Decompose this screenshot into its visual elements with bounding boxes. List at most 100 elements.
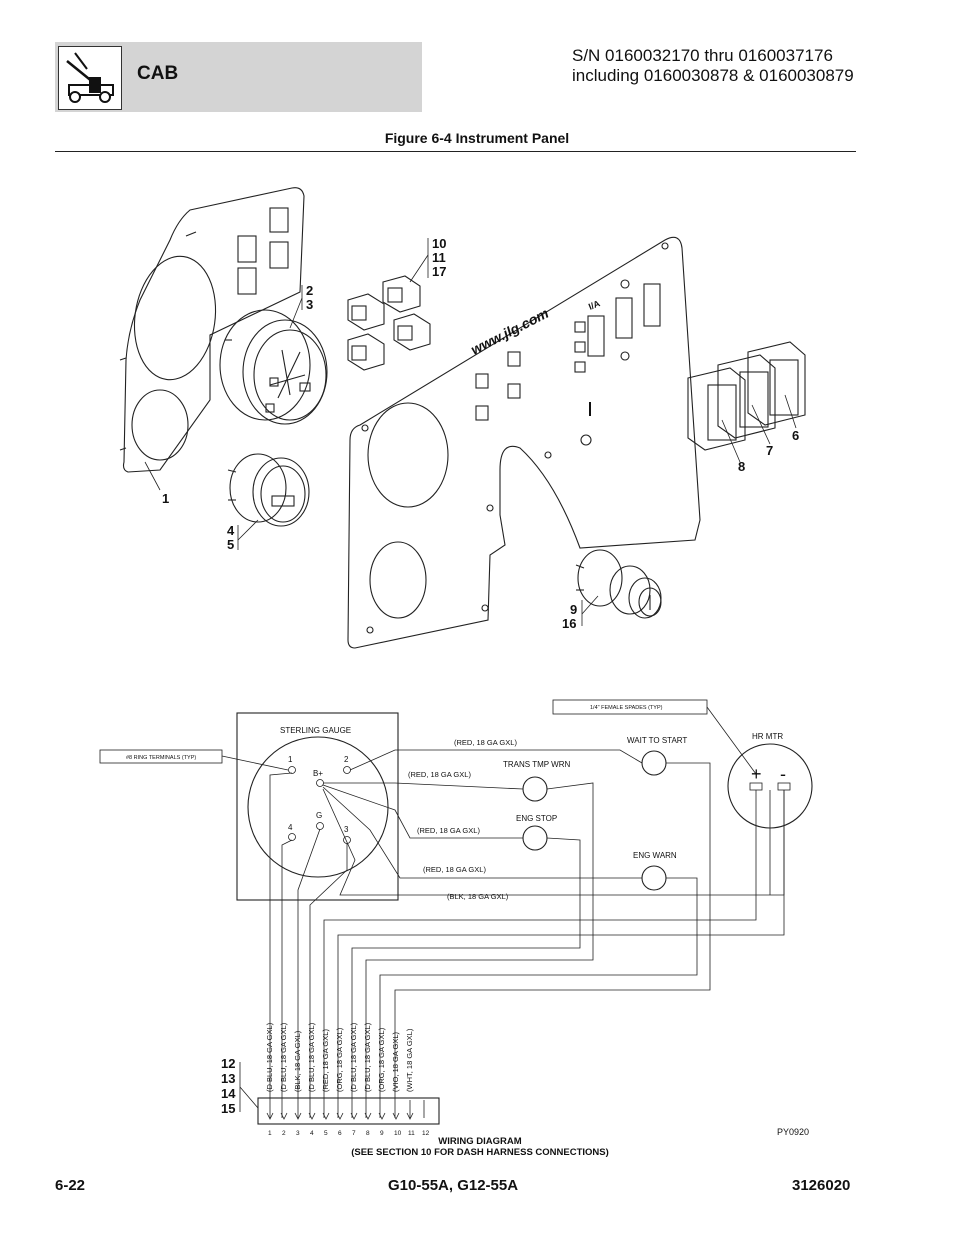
harness-pin-number: 1: [268, 1130, 272, 1137]
harness-arrow: [322, 1112, 330, 1120]
gauge-bezel-panel: [119, 187, 305, 473]
serial-line-1: S/N 0160032170 thru 0160037176: [572, 46, 833, 65]
callout-13: 13: [221, 1071, 235, 1086]
harness-wire-label: (D BLU, 18 GA GXL): [279, 1022, 288, 1092]
harness-wire-label: (D BLU, 18 GA GXL): [349, 1022, 358, 1092]
model-number: G10-55A, G12-55A: [388, 1177, 519, 1194]
svg-text:(RED, 18 GA GXL): (RED, 18 GA GXL): [408, 770, 471, 779]
svg-text:1: 1: [288, 755, 293, 764]
callout-3: 3: [306, 297, 313, 312]
ignition-switch: [575, 549, 662, 619]
rocker-switches: [687, 341, 806, 451]
page-number: 6-22: [55, 1177, 86, 1194]
header-rule: [55, 151, 856, 152]
figure-title: Figure 6-4 Instrument Panel: [384, 130, 570, 146]
harness-wire-label: (WHT, 18 GA GXL): [405, 1028, 414, 1092]
harness-pin-number: 8: [366, 1130, 370, 1137]
harness-pin-number: 6: [338, 1130, 342, 1137]
negative-terminal: [777, 782, 791, 791]
eng-warn-lamp: [641, 865, 667, 891]
wait-to-start-lamp: [641, 750, 667, 776]
harness-pin-number: 11: [408, 1130, 415, 1137]
wiring-diagram-caption: WIRING DIAGRAM (SEE SECTION 10 FOR DASH …: [330, 1136, 630, 1158]
svg-text:(BLK, 18 GA GXL): (BLK, 18 GA GXL): [447, 892, 509, 901]
svg-text:(RED, 18 GA GXL): (RED, 18 GA GXL): [423, 865, 486, 874]
harness-arrow: [280, 1112, 288, 1120]
harness-arrow: [266, 1112, 274, 1120]
svg-text:ENG WARN: ENG WARN: [633, 851, 677, 860]
harness-arrow: [350, 1112, 358, 1120]
callout-12: 12: [221, 1056, 235, 1071]
leader-lines: [144, 238, 797, 626]
harness-pin-number: 5: [324, 1130, 328, 1137]
callout-16: 16: [562, 616, 576, 631]
minus-sign: -: [780, 764, 786, 784]
callout-15: 15: [221, 1101, 235, 1116]
callout-6: 6: [792, 428, 799, 443]
harness-wire-label: (RED, 18 GA GXL): [321, 1029, 330, 1092]
harness-wire-labels: (D BLU, 18 GA GXL) (D BLU, 18 GA GXL) (BLK…: [265, 1022, 414, 1120]
callout-9: 9: [570, 602, 577, 617]
harness-pin-number: 10: [394, 1130, 402, 1137]
terminal-2: [343, 766, 351, 774]
hour-meter: [227, 453, 310, 527]
harness-wire-label: (ORG, 18 GA GXL): [335, 1027, 344, 1092]
harness-arrow: [336, 1112, 344, 1120]
harness-wire-label: (ORG, 18 GA GXL): [377, 1027, 386, 1092]
svg-text:(RED, 18 GA GXL): (RED, 18 GA GXL): [417, 826, 480, 835]
serial-range: S/N 0160032170 thru 0160037176 including…: [572, 46, 854, 86]
harness-wire-label: (VIO, 18 GA GXL): [391, 1031, 400, 1092]
harness-pin-number: 7: [352, 1130, 356, 1137]
svg-text:B+: B+: [313, 769, 323, 778]
serial-line-2: including 0160030878 & 0160030879: [572, 66, 854, 85]
harness-pin-number: 12: [422, 1130, 430, 1137]
harness-arrow: [364, 1112, 372, 1120]
svg-text:I/A: I/A: [587, 298, 602, 312]
callout-14: 14: [221, 1086, 236, 1101]
terminal-bplus: [316, 779, 324, 787]
section-title: CAB: [137, 63, 179, 84]
svg-text:ENG STOP: ENG STOP: [516, 814, 557, 823]
positive-terminal: [749, 782, 763, 791]
wiring-diagram-subtitle: (SEE SECTION 10 FOR DASH HARNESS CONNECT…: [351, 1147, 609, 1158]
callout-11: 11: [432, 250, 446, 265]
callout-17: 17: [432, 264, 446, 279]
spade-note: 1/4" FEMALE SPADES (TYP): [590, 705, 663, 711]
terminal-g: [316, 822, 324, 830]
telehandler-icon: [58, 46, 122, 110]
indicator-lamps: [347, 275, 431, 371]
harness-wire-label: (D BLU, 18 GA GXL): [363, 1022, 372, 1092]
callout-8: 8: [738, 459, 745, 474]
callout-1: 1: [162, 491, 169, 506]
ring-terminal-note: #8 RING TERMINALS (TYP): [126, 755, 196, 761]
svg-text:(RED, 18 GA GXL): (RED, 18 GA GXL): [454, 738, 517, 747]
callout-4: 4: [227, 523, 235, 538]
sterling-gauge: [219, 309, 328, 425]
callout-5: 5: [227, 537, 234, 552]
harness-connector: [257, 1097, 440, 1125]
svg-text:4: 4: [288, 823, 293, 832]
svg-text:TRANS TMP WRN: TRANS TMP WRN: [503, 760, 570, 769]
harness-arrow: [294, 1112, 302, 1120]
svg-text:2: 2: [344, 755, 349, 764]
hr-mtr-label: HR MTR: [752, 732, 783, 741]
document-number: 3126020: [792, 1177, 851, 1194]
harness-wire-label: (D BLU, 18 GA GXL): [307, 1022, 316, 1092]
harness-arrow: [308, 1112, 316, 1120]
terminal-1: [288, 766, 296, 774]
harness-pin-number: 3: [296, 1130, 300, 1137]
svg-text:WAIT TO START: WAIT TO START: [627, 736, 687, 745]
callout-2: 2: [306, 283, 313, 298]
harness-wire-label: (D BLU, 18 GA GXL): [265, 1022, 274, 1092]
harness-pin-number: 9: [380, 1130, 384, 1137]
figure-code: PY0920: [777, 1127, 810, 1137]
svg-text:G: G: [316, 811, 322, 820]
terminal-4: [288, 833, 296, 841]
harness-arrow: [406, 1112, 414, 1120]
wiring-diagram: STERLING GAUGE 1 2 B+ G 3 4 #8 RING TERM…: [99, 699, 813, 1137]
main-instrument-panel: I/A www.jlg.com: [347, 236, 701, 649]
harness-wire-label: (BLK, 18 GA GXL): [293, 1030, 302, 1092]
harness-pin-number: 4: [310, 1130, 314, 1137]
website-text: www.jlg.com: [468, 305, 551, 358]
